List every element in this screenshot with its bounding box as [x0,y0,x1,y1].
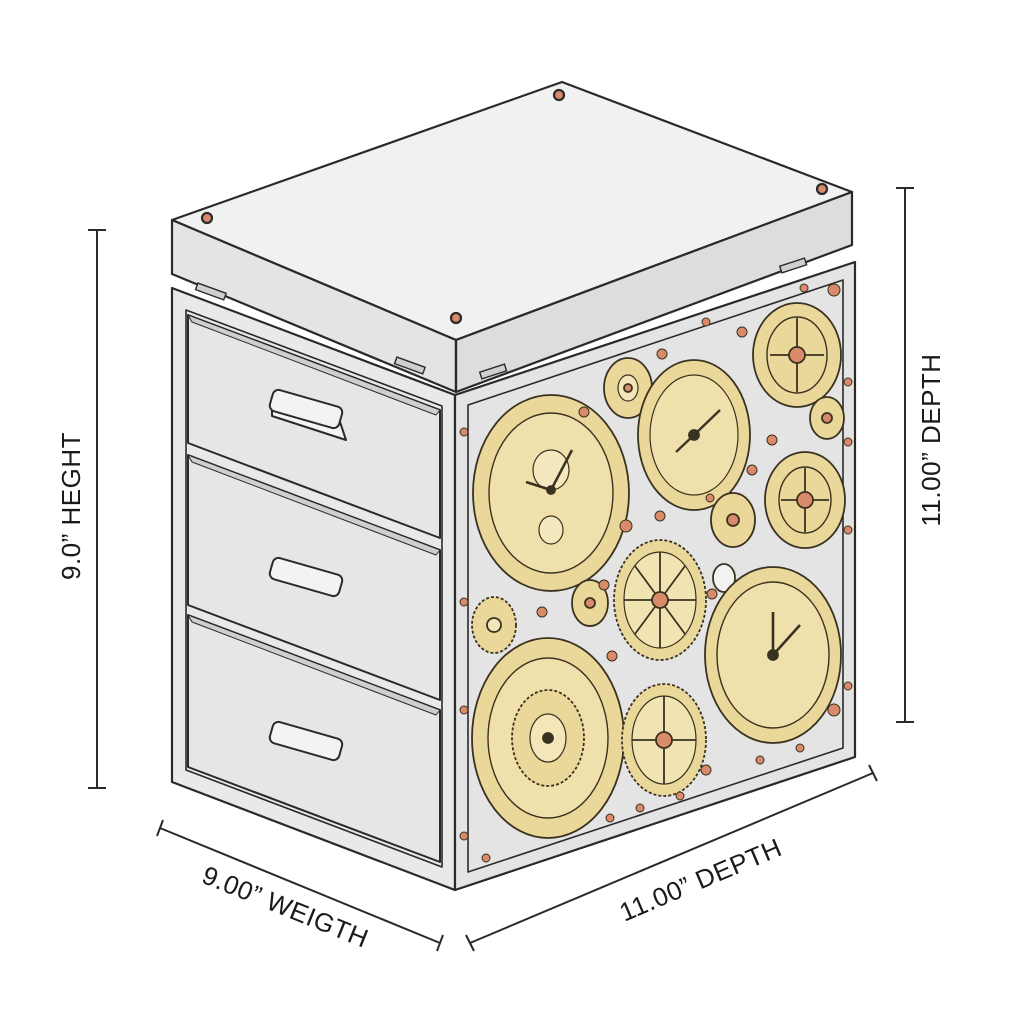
bottom-depth-dimension-line [469,772,874,944]
rivet-icon [843,525,853,535]
dimension-lines [88,187,914,952]
bottom-depth-dimension-tick-right [868,764,878,782]
rivet-icon [656,348,668,360]
gear-panel-border [467,279,844,873]
rivet-icon [815,182,829,196]
rivet-icon [552,88,566,102]
hinges [194,257,808,380]
rivet-icon [654,510,666,522]
gear-icon [471,596,517,654]
rivet-icon [755,755,765,765]
gear-icon [603,357,653,419]
rivet-icon [843,681,853,691]
gear-icon [712,563,736,593]
width-dimension-line [159,827,441,944]
gear-icon [621,683,707,797]
bottom-depth-dimension-tick-left [465,934,475,952]
clock-dial-icon [637,359,751,511]
rivet-icon [606,650,618,662]
panel-rivets [459,283,853,863]
rivet-icon [536,606,548,618]
rivet-icon [619,519,633,533]
rivet-icon [459,705,469,715]
gear-panel [459,283,853,863]
rivet-icon [459,427,469,437]
gear-icon [571,579,609,627]
rivet-icon [746,464,758,476]
drawer-middle [187,454,441,701]
drawer-bottom [187,614,441,863]
drawers [185,309,443,868]
gear-icon [809,396,845,440]
rivet-icon [449,311,463,325]
rivet-icon [701,317,711,327]
rivet-icon [459,831,469,841]
rivet-icon [736,326,748,338]
rivet-icon [200,211,214,225]
knob-icon [268,556,344,598]
gear-icon [764,451,846,549]
rivet-icon [706,588,718,600]
rivet-icon [766,434,778,446]
rivet-icon [578,406,590,418]
cabinet-lid [170,80,854,394]
rivet-icon [827,703,841,717]
clock-dial-icon [471,637,625,839]
width-dimension-tick-left [156,819,164,837]
knob-icon [268,388,347,441]
gear-icon [613,539,707,661]
rivet-icon [598,579,610,591]
drawer-top [187,314,441,539]
rivet-icon [675,791,685,801]
rivet-icon [799,283,809,293]
rivet-icon [843,377,853,387]
rivet-icon [605,813,615,823]
knob-icon [268,720,344,762]
right-depth-label: 11.00” DEPTH [916,353,946,526]
rivet-icon [459,597,469,607]
height-label: 9.0” HEGHT [56,432,86,580]
width-dimension-tick-right [436,934,444,952]
rivet-icon [795,743,805,753]
rivet-icon [705,493,715,503]
clock-dial-icon [704,566,842,744]
rivet-icon [700,764,712,776]
gear-icon [752,302,842,408]
rivet-icon [481,853,491,863]
rivet-icon [635,803,645,813]
clock-dial-icon [472,394,630,592]
rivet-icon [827,283,841,297]
gear-icon [710,492,756,548]
width-label: 9.00” WEIGTH [198,860,373,954]
rivet-icon [843,437,853,447]
